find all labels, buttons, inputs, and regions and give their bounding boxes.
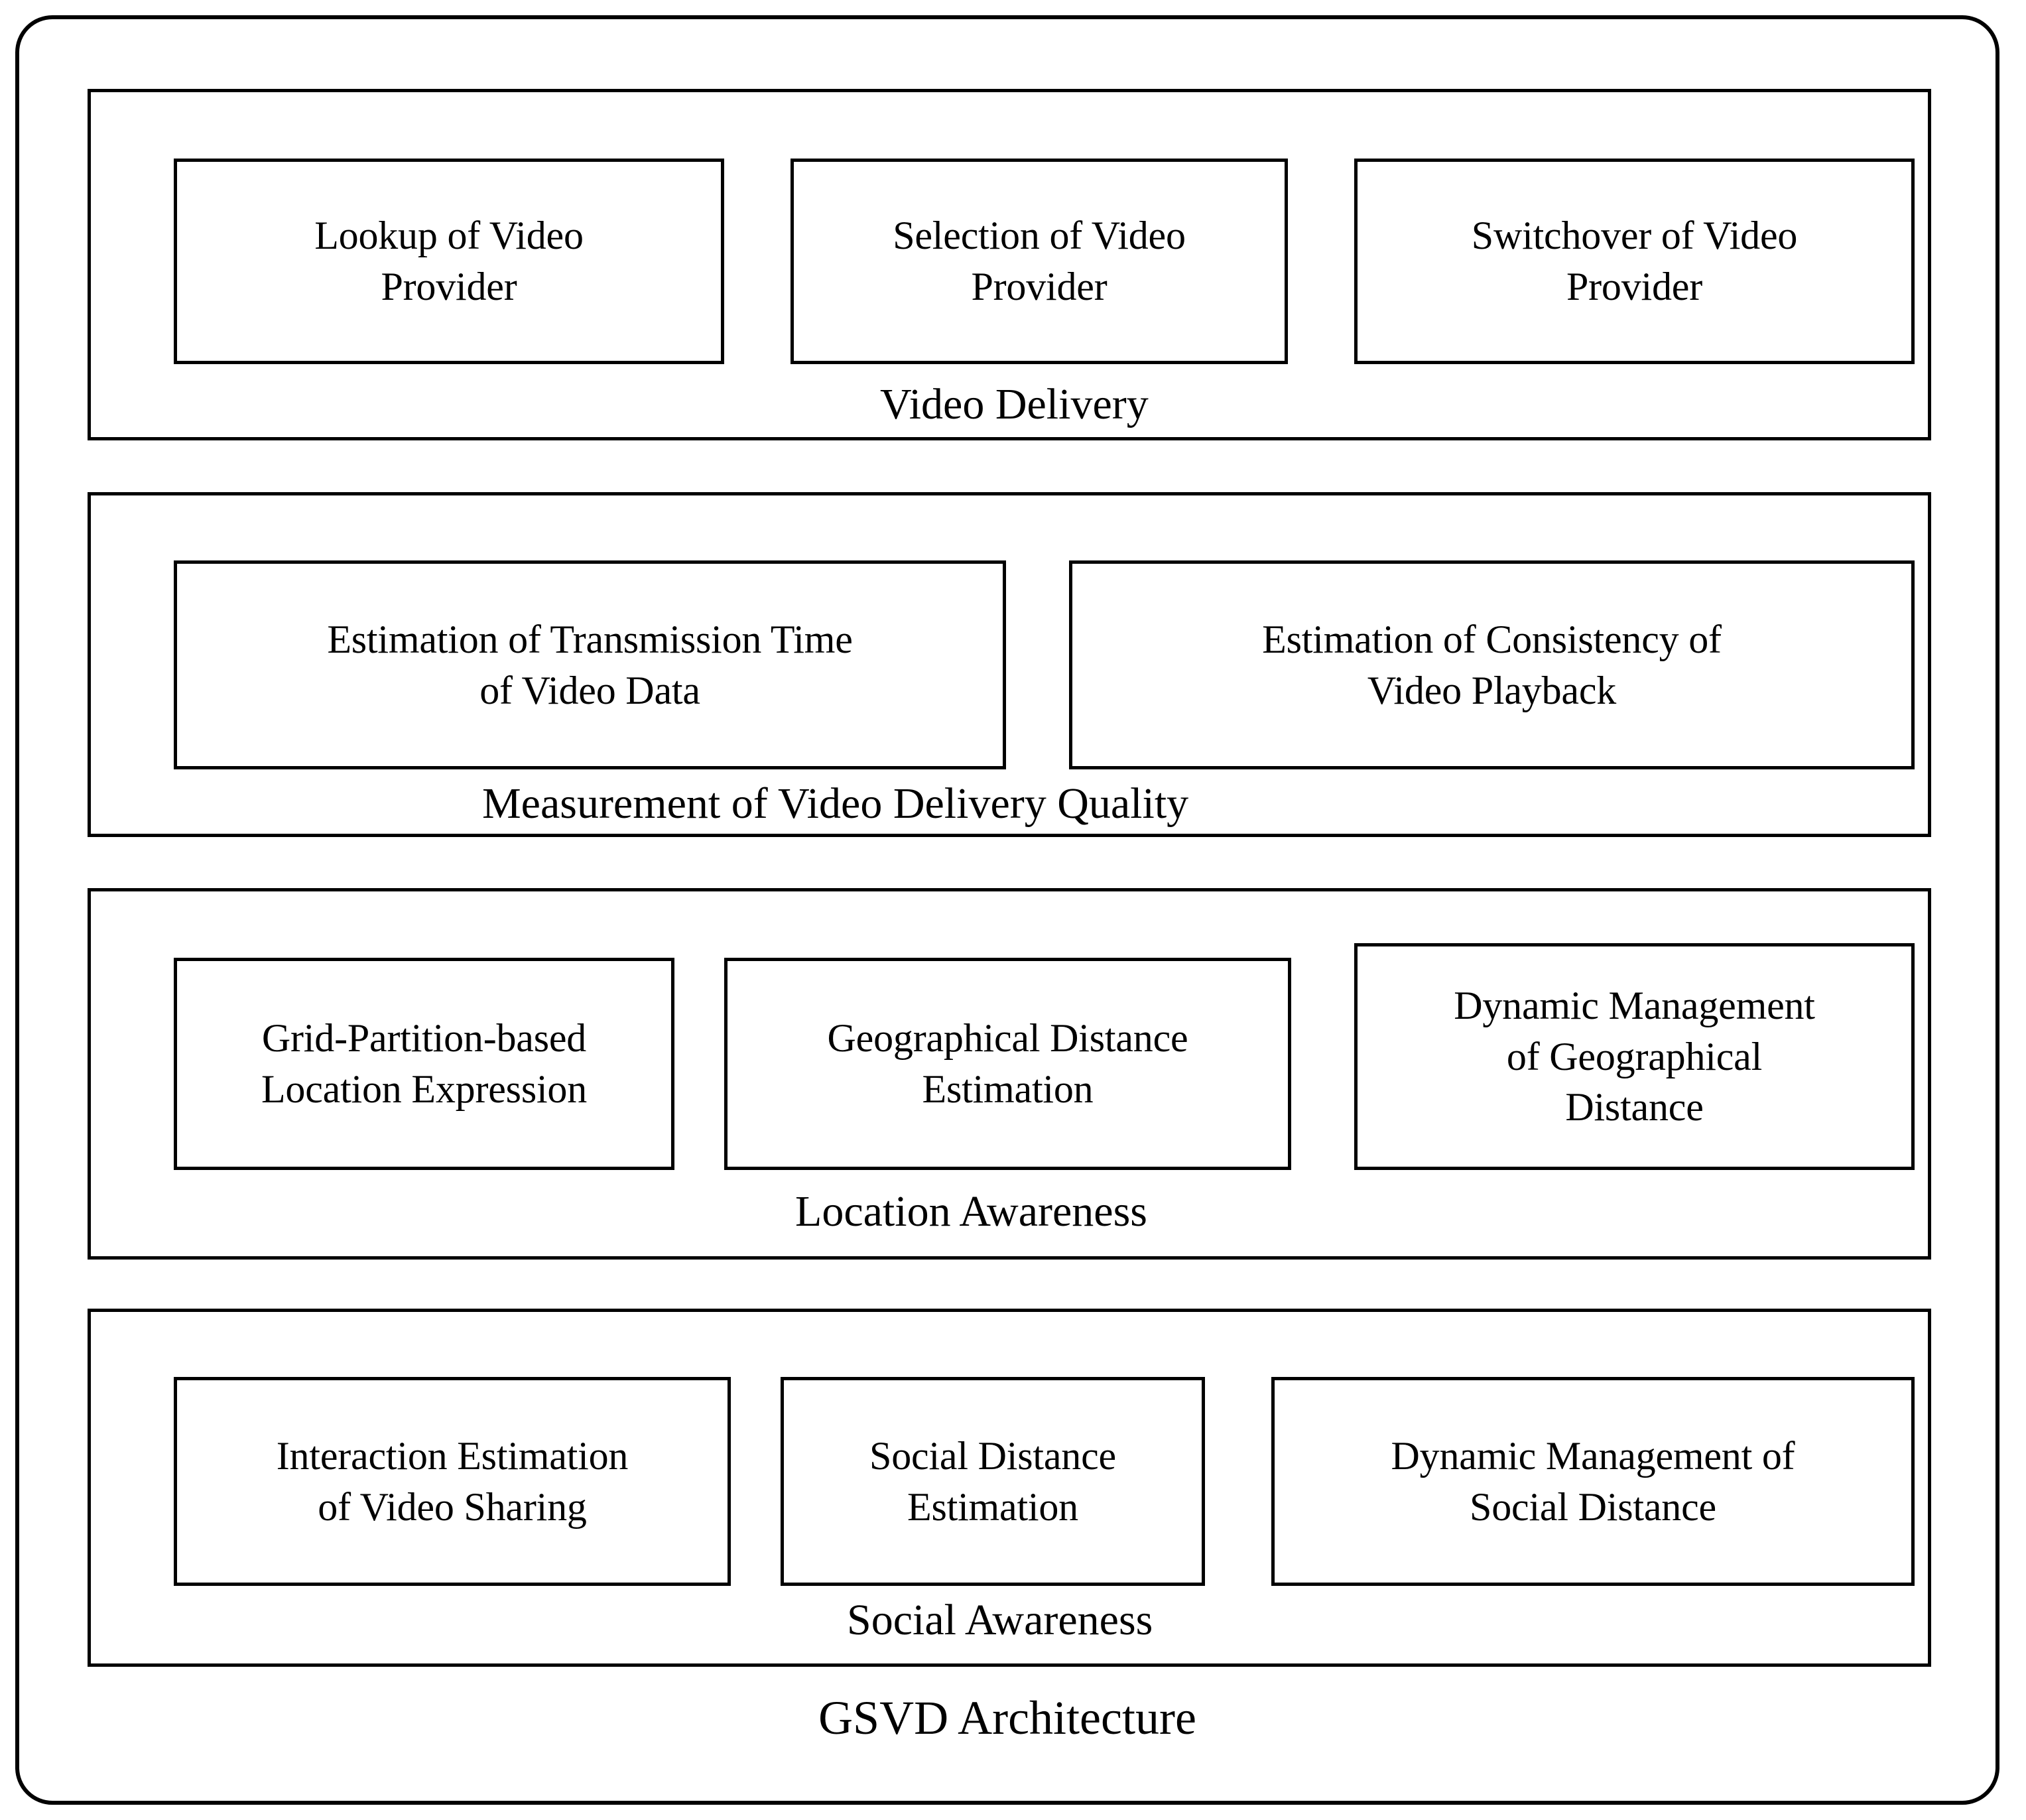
module-estimation-of-consistency-of-video-playback[interactable]: Estimation of Consistency of Video Playb… bbox=[1069, 560, 1915, 769]
layer-caption-measurement-of-video-delivery-quality: Measurement of Video Delivery Quality bbox=[482, 779, 1189, 828]
module-label: Dynamic Management of Geographical Dista… bbox=[1454, 983, 1815, 1130]
module-label: Lookup of Video Provider bbox=[314, 214, 584, 308]
layer-location-awareness-modules: Grid-Partition-based Location Expression… bbox=[91, 891, 1928, 1256]
layer-caption-video-delivery: Video Delivery bbox=[880, 380, 1149, 428]
module-label: Geographical Distance Estimation bbox=[827, 1016, 1188, 1111]
layer-caption-social-awareness: Social Awareness bbox=[847, 1596, 1153, 1644]
module-label: Estimation of Transmission Time of Video… bbox=[327, 617, 853, 712]
module-label: Interaction Estimation of Video Sharing bbox=[276, 1433, 629, 1529]
module-label: Switchover of Video Provider bbox=[1471, 214, 1798, 308]
layer-video-delivery-modules: Lookup of Video Provider Selection of Vi… bbox=[91, 92, 1928, 437]
module-switchover-of-video-provider[interactable]: Switchover of Video Provider bbox=[1354, 159, 1915, 364]
module-label: Selection of Video Provider bbox=[893, 214, 1186, 308]
module-selection-of-video-provider[interactable]: Selection of Video Provider bbox=[791, 159, 1288, 364]
module-label: Social Distance Estimation bbox=[869, 1433, 1116, 1529]
module-geographical-distance-estimation[interactable]: Geographical Distance Estimation bbox=[724, 958, 1291, 1170]
module-dynamic-management-of-geographical-distance[interactable]: Dynamic Management of Geographical Dista… bbox=[1354, 943, 1915, 1170]
module-label: Grid-Partition-based Location Expression bbox=[261, 1016, 588, 1111]
architecture-title: GSVD Architecture bbox=[818, 1691, 1196, 1744]
gsvd-architecture-container: Lookup of Video Provider Selection of Vi… bbox=[15, 15, 1999, 1805]
layer-caption-location-awareness: Location Awareness bbox=[795, 1187, 1147, 1236]
module-lookup-of-video-provider[interactable]: Lookup of Video Provider bbox=[174, 159, 724, 364]
module-grid-partition-based-location-expression[interactable]: Grid-Partition-based Location Expression bbox=[174, 958, 674, 1170]
layer-measurement-modules: Estimation of Transmission Time of Video… bbox=[91, 495, 1928, 834]
module-label: Dynamic Management of Social Distance bbox=[1391, 1433, 1795, 1529]
layer-social-awareness-modules: Interaction Estimation of Video Sharing … bbox=[91, 1312, 1928, 1663]
layer-measurement-of-video-delivery-quality: Estimation of Transmission Time of Video… bbox=[88, 492, 1931, 837]
module-interaction-estimation-of-video-sharing[interactable]: Interaction Estimation of Video Sharing bbox=[174, 1377, 731, 1586]
layer-video-delivery: Lookup of Video Provider Selection of Vi… bbox=[88, 89, 1931, 440]
module-estimation-of-transmission-time-of-video-data[interactable]: Estimation of Transmission Time of Video… bbox=[174, 560, 1006, 769]
layer-social-awareness: Interaction Estimation of Video Sharing … bbox=[88, 1309, 1931, 1667]
module-label: Estimation of Consistency of Video Playb… bbox=[1262, 617, 1722, 712]
layer-location-awareness: Grid-Partition-based Location Expression… bbox=[88, 888, 1931, 1260]
module-social-distance-estimation[interactable]: Social Distance Estimation bbox=[781, 1377, 1205, 1586]
module-dynamic-management-of-social-distance[interactable]: Dynamic Management of Social Distance bbox=[1271, 1377, 1915, 1586]
